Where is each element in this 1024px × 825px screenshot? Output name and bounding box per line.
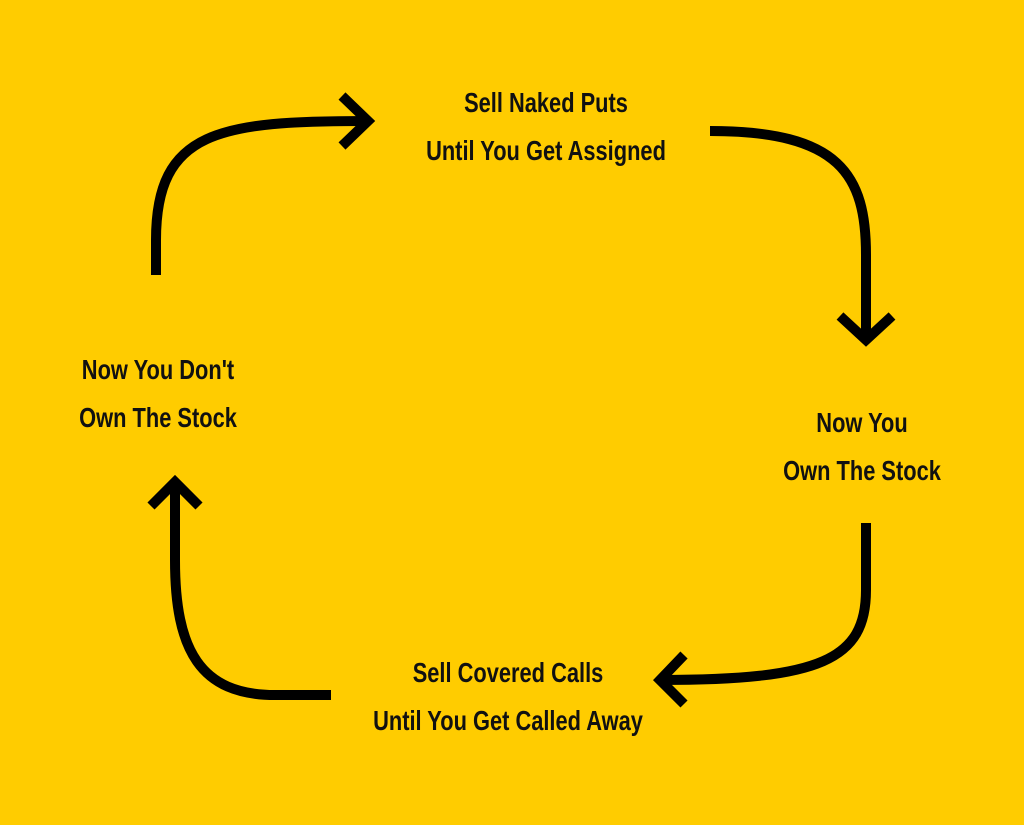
arrow-right-to-bottom [653, 523, 871, 708]
arrow-left-to-top [151, 92, 376, 275]
arrow-top-to-right [709, 126, 896, 347]
node-right-line2: Own The Stock [783, 455, 941, 486]
node-now-you-own-the-stock: Now You Own The Stock [706, 399, 1018, 495]
node-now-you-dont-own-the-stock: Now You Don't Own The Stock [2, 346, 314, 442]
node-left-line1: Now You Don't [81, 354, 235, 385]
node-top-line2: Until You Get Assigned [426, 135, 666, 166]
node-top-line1: Sell Naked Puts [464, 87, 628, 118]
arrow-bottom-to-left [147, 474, 331, 700]
node-bottom-line2: Until You Get Called Away [373, 705, 643, 736]
node-bottom-line1: Sell Covered Calls [412, 657, 604, 688]
node-right-line1: Now You [816, 407, 908, 438]
node-sell-covered-calls: Sell Covered Calls Until You Get Called … [352, 649, 664, 745]
node-left-line2: Own The Stock [79, 402, 237, 433]
node-sell-naked-puts: Sell Naked Puts Until You Get Assigned [390, 79, 702, 175]
